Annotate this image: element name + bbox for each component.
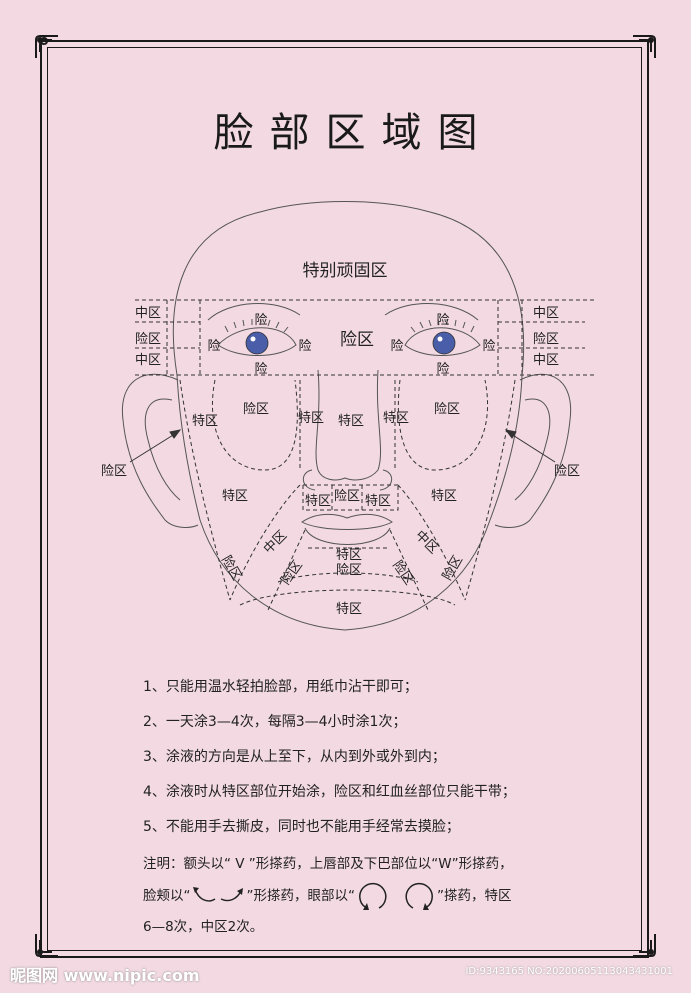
label-eye-left-right: 险 xyxy=(298,339,311,354)
corner-ornament-icon xyxy=(35,934,58,957)
label-eye-right-right: 险 xyxy=(482,339,495,354)
remark-block: 注明：额头以“ V ”形搽药，上唇部及下巴部位以“W”形搽药， 脸颊以“ ”形搽… xyxy=(143,850,613,942)
label-chin-special: 特区 xyxy=(336,548,362,563)
label-eye-left-top: 险 xyxy=(254,313,267,328)
page-title: 脸部区域图 xyxy=(213,110,494,156)
label-band-right-1: 中区 xyxy=(533,306,559,321)
remark-text: 脸颊以“ xyxy=(143,887,191,904)
label-lower-cheek-left: 特区 xyxy=(222,489,248,504)
label-special-left: 特区 xyxy=(192,414,218,429)
label-chin-right: 险区 xyxy=(389,558,416,588)
note-item: 4、涂液时从特区部位开始涂，险区和红血丝部位只能干带； xyxy=(143,784,516,800)
label-special-nose: 特区 xyxy=(338,414,364,429)
label-eye-left-left: 险 xyxy=(207,339,220,354)
label-eye-right-top: 险 xyxy=(436,313,449,328)
right-eyebrow xyxy=(384,303,479,321)
label-cheek-right: 险区 xyxy=(434,402,460,417)
eye-circular-arrow-icon xyxy=(359,882,387,910)
corner-ornament-icon xyxy=(633,934,656,957)
label-special-stubborn: 特别顽固区 xyxy=(303,261,388,281)
watermark-site: 昵图网 www.nipic.com xyxy=(10,966,200,985)
label-upper-lip-right: 特区 xyxy=(365,494,391,509)
label-upper-lip-mid: 险区 xyxy=(334,489,360,504)
remark-line-3: 6—8次，中区2次。 xyxy=(143,919,264,935)
label-jaw-right: 险区 xyxy=(440,553,466,583)
instructions-list: 1、只能用温水轻拍脸部，用纸巾沾干即可； 2、一天涂3—4次，每隔3—4小时涂1… xyxy=(143,678,603,853)
label-ear-left: 险区 xyxy=(101,464,127,479)
label-mid-right: 中区 xyxy=(412,528,441,557)
note-item: 1、只能用温水轻拍脸部，用纸巾沾干即可； xyxy=(143,679,418,695)
label-mid-left: 中区 xyxy=(261,528,290,557)
remark-text: ”搽药，特区 xyxy=(437,887,512,904)
label-band-right-3: 中区 xyxy=(533,353,559,368)
note-item: 3、涂液的方向是从上至下，从内到外或外到内； xyxy=(143,749,446,765)
note-item: 2、一天涂3—4次，每隔3—4小时涂1次； xyxy=(143,714,407,730)
label-special-mid-left: 特区 xyxy=(298,411,324,426)
eye-circular-arrow-icon xyxy=(405,882,433,910)
face-region-diagram: 特别顽固区 险区 中区 险区 中区 中区 险区 中区 险 险 险 险 险 险 险… xyxy=(101,201,595,631)
inner-frame xyxy=(47,47,642,951)
remark-text: ”形搽药，眼部以“ xyxy=(246,887,356,904)
left-eye xyxy=(217,327,297,356)
remark-line-1: 注明：额头以“ V ”形搽药，上唇部及下巴部位以“W”形搽药， xyxy=(143,856,513,872)
label-ear-right: 险区 xyxy=(554,464,580,479)
label-eye-right-bottom: 险 xyxy=(436,362,449,377)
outer-frame xyxy=(40,40,649,958)
nose xyxy=(315,369,382,481)
watermark-id: ID:9343165 NO:20200605113043431001 xyxy=(465,966,673,977)
cheek-stroke-arrows-icon xyxy=(192,887,243,902)
label-cheek-left: 险区 xyxy=(243,402,269,417)
corner-ornament-icon xyxy=(35,35,58,58)
label-lower-cheek-right: 特区 xyxy=(431,489,457,504)
label-upper-lip-left: 特区 xyxy=(305,494,331,509)
note-item: 5、不能用手去撕皮，同时也不能用手经常去摸脸； xyxy=(143,819,460,835)
label-eye-right-left: 险 xyxy=(390,339,403,354)
right-ear xyxy=(494,373,572,528)
right-eye xyxy=(404,327,481,356)
label-special-mid-right: 特区 xyxy=(383,411,409,426)
corner-ornament-icon xyxy=(633,35,656,58)
label-eye-left-bottom: 险 xyxy=(254,362,267,377)
mouth xyxy=(301,513,393,530)
label-band-left-2: 险区 xyxy=(135,332,161,347)
label-band-left-1: 中区 xyxy=(135,306,161,321)
label-forehead-danger: 险区 xyxy=(340,330,374,350)
left-eyebrow xyxy=(207,303,301,321)
label-chin-danger: 险区 xyxy=(336,563,362,578)
label-chin-bottom: 特区 xyxy=(336,602,362,617)
remark-line-2: 脸颊以“ ”形搽药，眼部以“ ”搽药，特区 xyxy=(143,879,613,913)
label-band-right-2: 险区 xyxy=(533,332,559,347)
label-chin-left: 险区 xyxy=(279,558,306,588)
label-jaw-left: 险区 xyxy=(218,553,244,583)
label-band-left-3: 中区 xyxy=(135,353,161,368)
left-ear xyxy=(121,373,199,528)
